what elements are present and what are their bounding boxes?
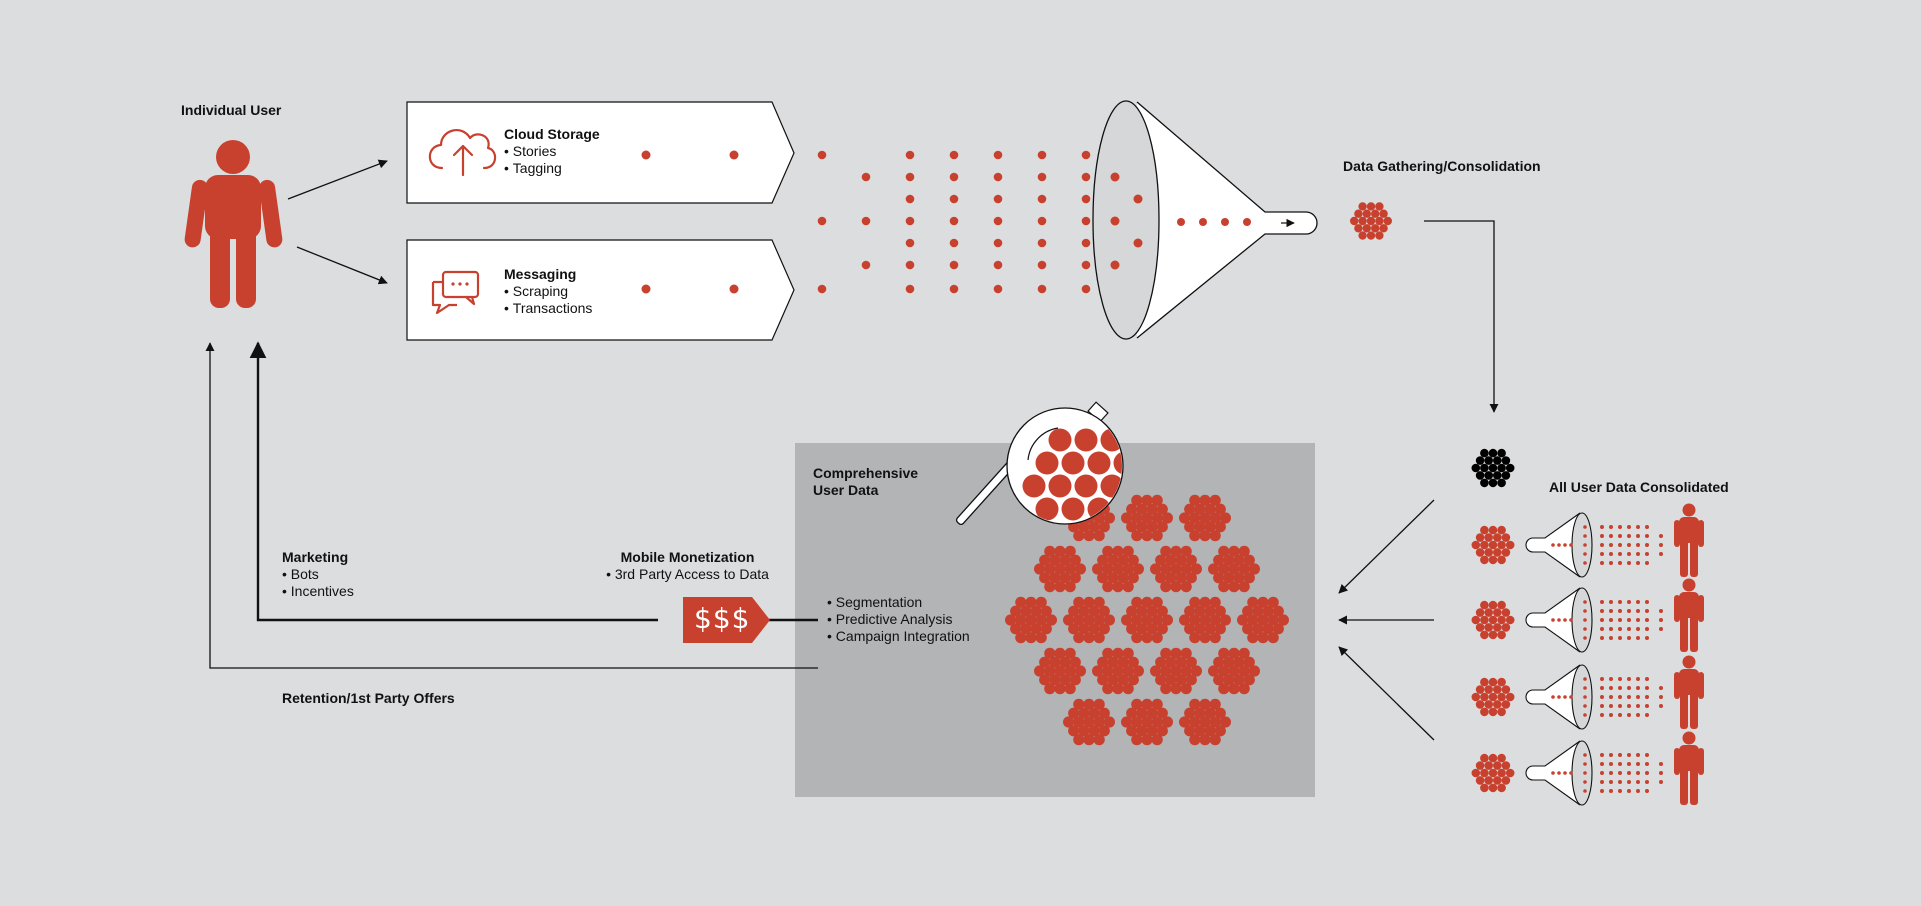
- magnifying-glass-icon: [955, 401, 1124, 526]
- marketing-feedback-line: [249, 341, 658, 622]
- user-data-row: [1471, 578, 1704, 653]
- cloud-storage-item: Tagging: [504, 160, 600, 177]
- marketing-title: Marketing: [282, 549, 349, 565]
- monetization-item: • 3rd Party Access to Data: [606, 566, 769, 582]
- arrow-in-lower: [1338, 646, 1435, 741]
- marketing-item: Incentives: [282, 583, 354, 600]
- arrow-to-cloud: [287, 159, 388, 200]
- user-data-row: [1471, 503, 1704, 578]
- box-dots: [641, 150, 739, 294]
- user-icon: [1674, 655, 1704, 729]
- chat-bubbles-icon: [431, 270, 480, 315]
- marketing-item: Bots: [282, 566, 354, 583]
- messaging-list: Scraping Transactions: [504, 283, 593, 317]
- messaging-item: Transactions: [504, 300, 593, 317]
- user-icon: [1674, 578, 1704, 652]
- arrow-to-all-user-data: [1424, 220, 1499, 413]
- retention-label: Retention/1st Party Offers: [282, 690, 455, 706]
- funnel-dots: [1110, 172, 1251, 270]
- comprehensive-item: Campaign Integration: [827, 628, 970, 645]
- comprehensive-data-honeycomb: [1005, 494, 1289, 746]
- arrow-in-upper: [1338, 499, 1435, 594]
- all-user-data-label: All User Data Consolidated: [1549, 479, 1729, 495]
- individual-user-label: Individual User: [181, 102, 282, 118]
- cloud-upload-icon: [428, 129, 497, 177]
- comprehensive-title: Comprehensive User Data: [813, 465, 918, 499]
- chat-dots: [451, 282, 469, 286]
- data-dot-stream: [817, 150, 1091, 294]
- comprehensive-list: Segmentation Predictive Analysis Campaig…: [827, 594, 970, 645]
- comprehensive-title-line2: User Data: [813, 482, 879, 498]
- marketing-text: Marketing Bots Incentives: [282, 549, 354, 600]
- user-icon: [1674, 503, 1704, 577]
- money-tag: [683, 597, 770, 643]
- cloud-storage-box: [406, 101, 795, 204]
- consolidated-data-cluster: [1350, 202, 1393, 240]
- arrow-to-messaging: [296, 246, 388, 285]
- money-tag-label: $$$: [694, 602, 751, 635]
- cloud-storage-text: Cloud Storage Stories Tagging: [504, 126, 600, 177]
- messaging-item: Scraping: [504, 283, 592, 300]
- cloud-storage-title: Cloud Storage: [504, 126, 600, 142]
- all-user-data-rows: [1471, 448, 1704, 806]
- comprehensive-title-line1: Comprehensive: [813, 465, 919, 481]
- user-data-row: [1471, 655, 1704, 730]
- comprehensive-item: Segmentation: [827, 594, 970, 611]
- user-icon: [1674, 731, 1704, 805]
- user-data-row: [1471, 731, 1704, 806]
- data-gathering-label: Data Gathering/Consolidation: [1343, 158, 1541, 174]
- comprehensive-item: Predictive Analysis: [827, 611, 970, 628]
- cloud-storage-list: Stories Tagging: [504, 143, 600, 177]
- messaging-title: Messaging: [504, 266, 577, 282]
- monetization-text: Mobile Monetization • 3rd Party Access t…: [590, 549, 785, 583]
- cloud-storage-item: Stories: [504, 143, 600, 160]
- retention-feedback-line: [205, 342, 818, 669]
- messaging-text: Messaging Scraping Transactions: [504, 266, 592, 317]
- individual-user-icon: [184, 140, 283, 308]
- monetization-title: Mobile Monetization: [620, 549, 755, 565]
